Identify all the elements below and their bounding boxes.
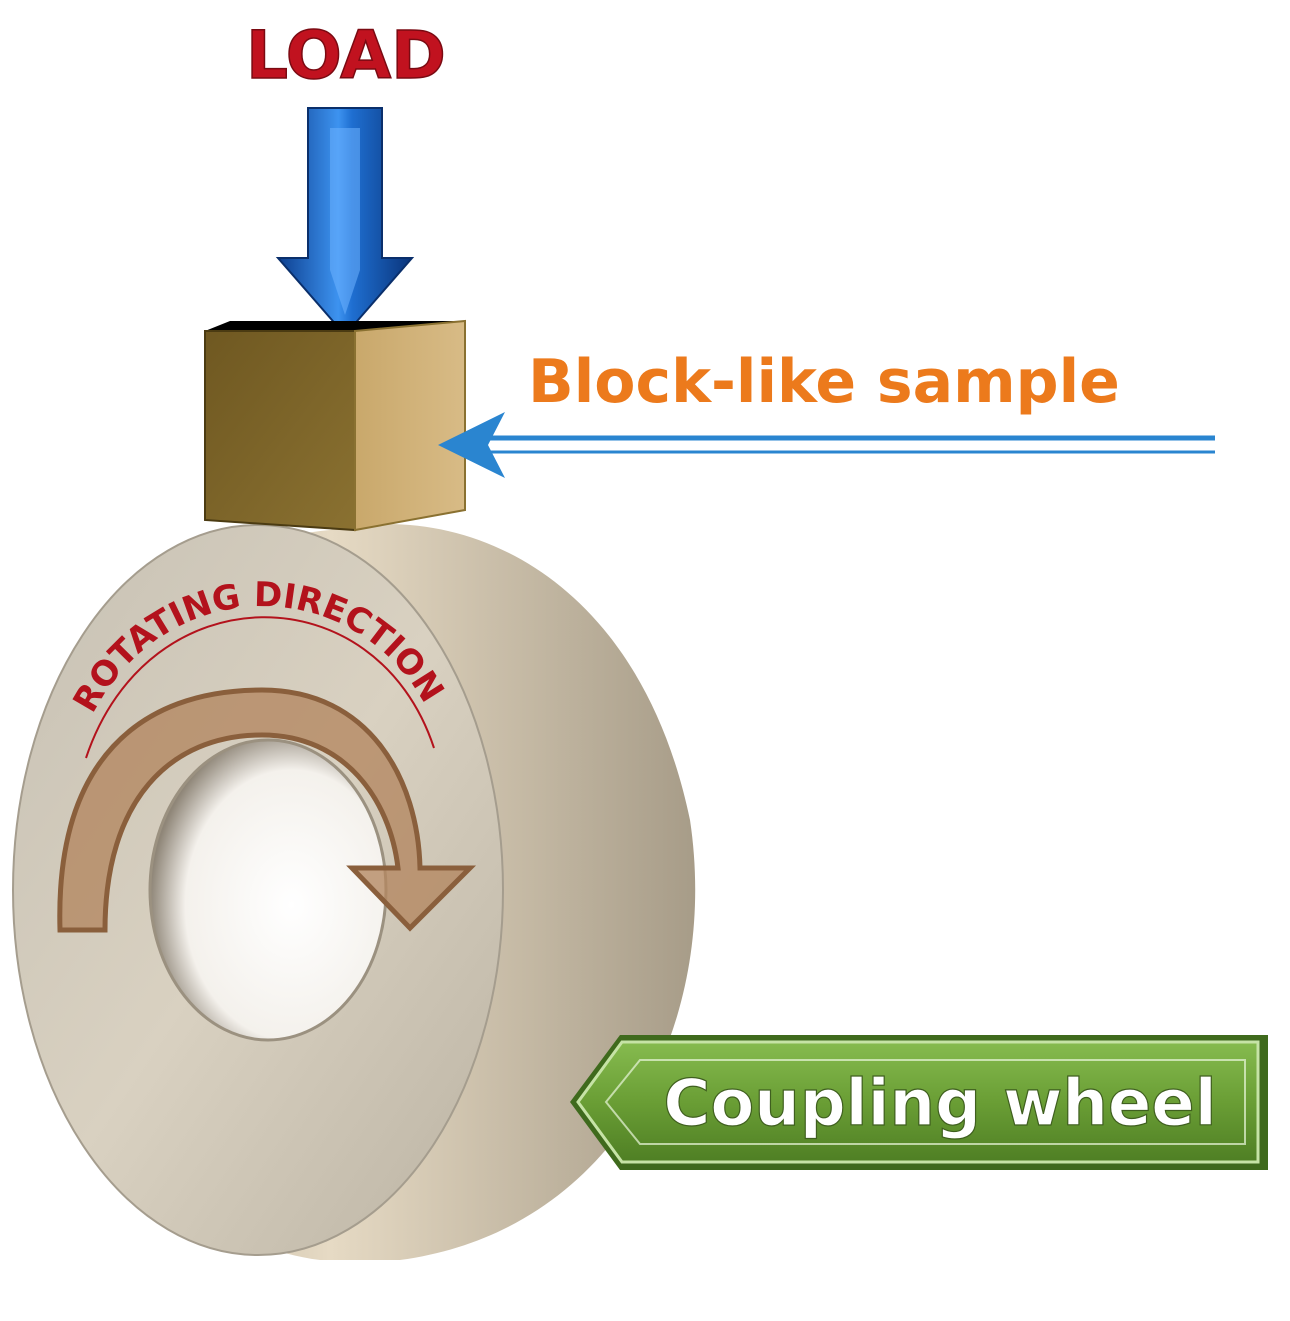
block-sample xyxy=(204,319,466,532)
load-label: LOAD xyxy=(246,17,446,94)
block-sample-label: Block-like sample xyxy=(528,347,1120,417)
coupling-wheel-callout xyxy=(570,1035,1268,1170)
down-arrow-icon xyxy=(275,107,415,337)
curved-arrow-icon xyxy=(57,687,477,933)
coupling-wheel-label: Coupling wheel xyxy=(663,1067,1216,1141)
left-arrow-icon xyxy=(438,412,1215,478)
wheel-bore xyxy=(150,740,386,1040)
